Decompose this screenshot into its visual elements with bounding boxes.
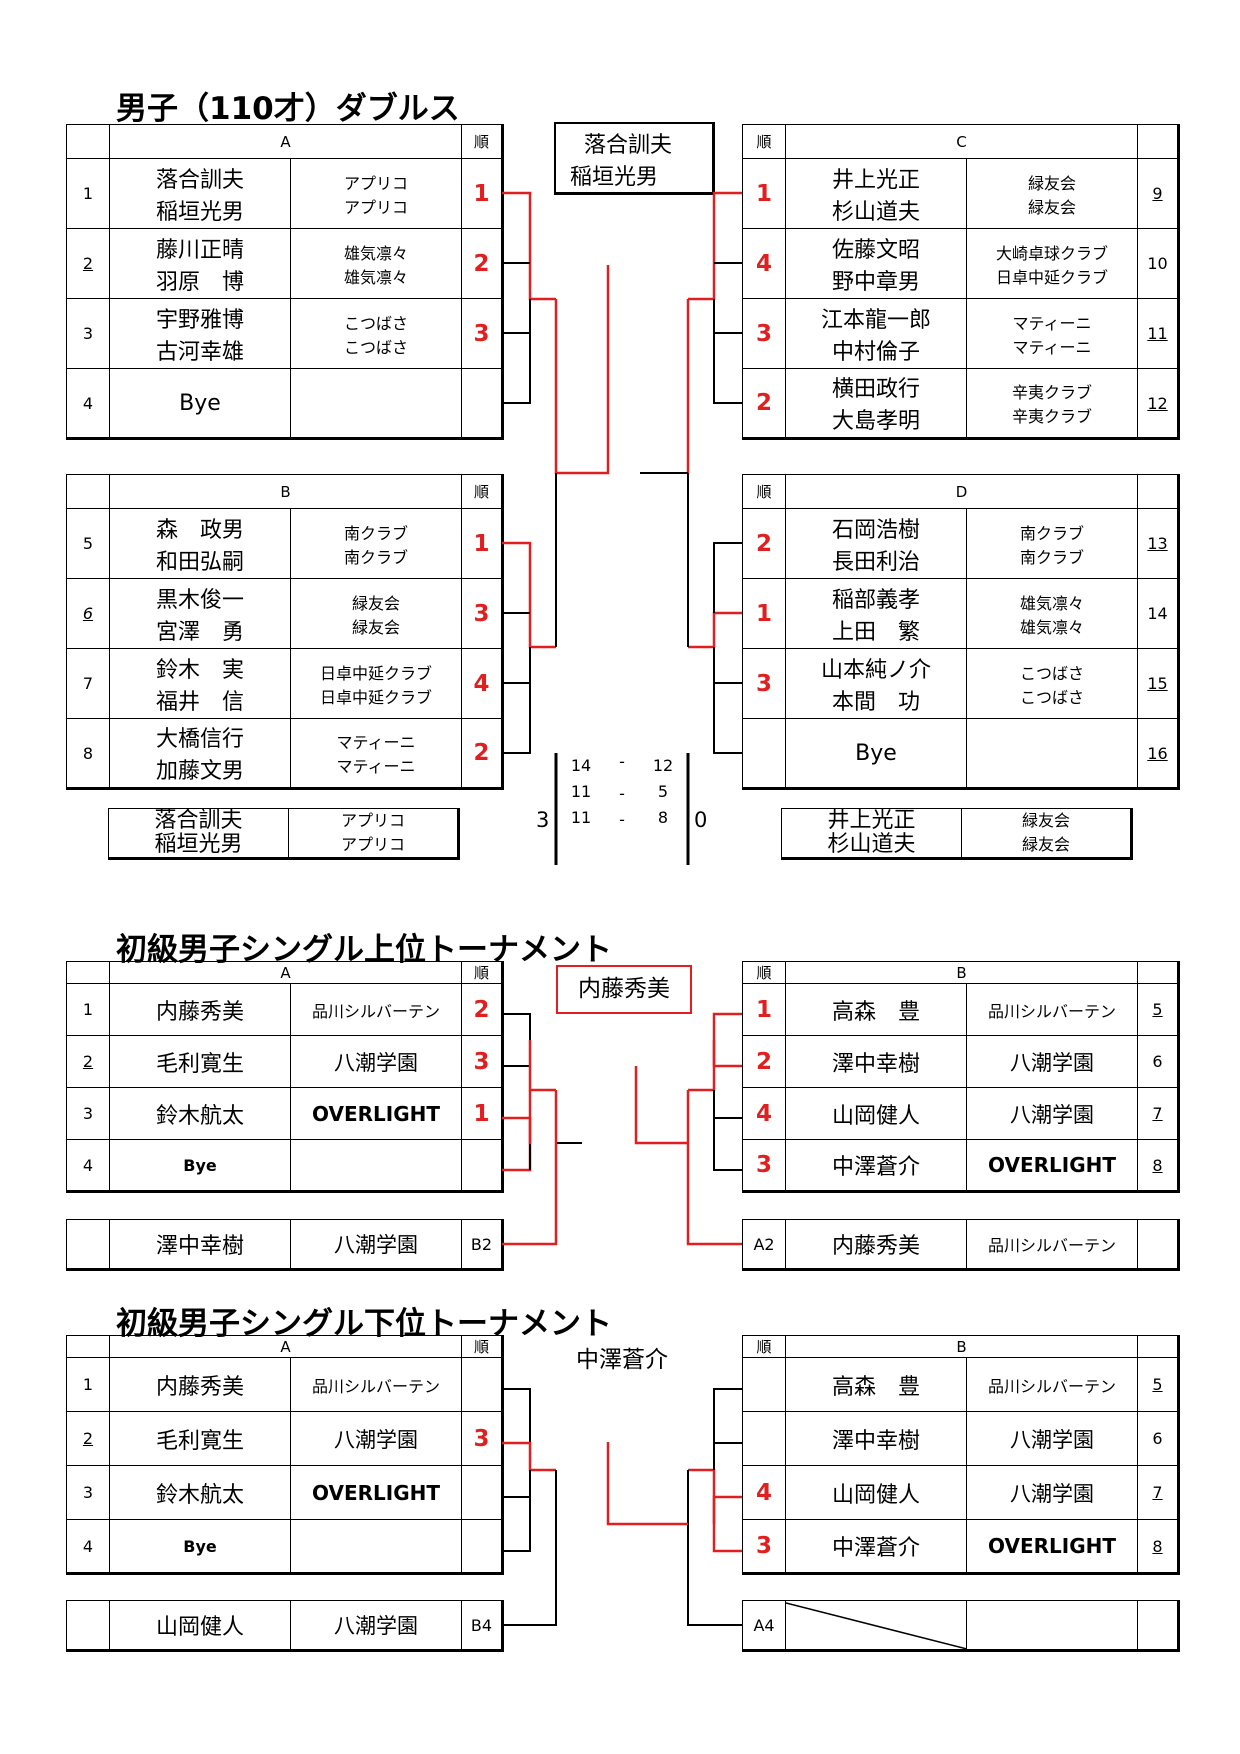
table-row: 8 大橋信行加藤文男 マティーニマティーニ 2: [66, 718, 505, 790]
table-row: 3 中澤蒼介 OVERLIGHT 8: [742, 1519, 1181, 1575]
table-row: 4 Bye: [66, 1519, 505, 1575]
table-row: 1 落合訓夫稲垣光男 アプリコアプリコ 1: [66, 158, 505, 229]
table-row: 澤中幸樹 八潮学園 6: [742, 1411, 1181, 1466]
rank-cell: 2: [461, 718, 505, 790]
lower-cross-left: 山岡健人 八潮学園 B4: [66, 1600, 504, 1652]
group-label: A: [108, 124, 463, 159]
rank-cell: [461, 1357, 505, 1412]
table-row: 5 森 政男和田弘嗣 南クラブ南クラブ 1: [66, 508, 505, 579]
rank-header: 順: [461, 961, 505, 984]
lower-b-table: 順 B 高森 豊 品川シルバーテン 5 澤中幸樹 八潮学園 6 4 山岡健人 八…: [742, 1335, 1181, 1575]
upper-champion-box: 内藤秀美: [556, 965, 692, 1014]
rank-cell: 1: [742, 578, 786, 649]
doubles-final-right: 井上光正杉山道夫 緑友会緑友会: [781, 808, 1133, 860]
table-row: 高森 豊 品川シルバーテン 5: [742, 1357, 1181, 1412]
upper-a-table: A 順 1 内藤秀美 品川シルバーテン 2 2 毛利寛生 八潮学園 3 3 鈴木…: [66, 961, 505, 1193]
doubles-group-b-table: B 順 5 森 政男和田弘嗣 南クラブ南クラブ 1 6 黒木俊一宮澤 勇 緑友会…: [66, 474, 505, 790]
rank-cell: 2: [461, 983, 505, 1036]
table-row: 6 黒木俊一宮澤 勇 緑友会緑友会 3: [66, 578, 505, 649]
rank-cell: [461, 1465, 505, 1520]
table-row: 7 鈴木 実福井 信 日卓中延クラブ日卓中延クラブ 4: [66, 648, 505, 719]
table-row: 3 山本純ノ介本間 功 こつばさこつばさ 15: [742, 648, 1180, 719]
set-score-right: 0: [694, 808, 708, 832]
table-row: Bye 16: [742, 718, 1180, 790]
rank-cell: [742, 1357, 786, 1412]
table-row: 3 宇野雅博古河幸雄 こつばさこつばさ 3: [66, 298, 505, 369]
doubles-title: 男子（110才）ダブルス: [116, 91, 460, 127]
table-row: 1 稲部義孝上田 繁 雄気凛々雄気凛々 14: [742, 578, 1180, 649]
rank-cell: 3: [742, 1139, 786, 1193]
lower-a-table: A 順 1 内藤秀美 品川シルバーテン 2 毛利寛生 八潮学園 3 3 鈴木航太…: [66, 1335, 505, 1575]
rank-cell: 3: [461, 298, 505, 369]
doubles-group-c-table: 順 C 1 井上光正杉山道夫 緑友会緑友会 9 4 佐藤文昭野中章男 大崎卓球ク…: [742, 124, 1181, 440]
table-row: 1 井上光正杉山道夫 緑友会緑友会 9: [742, 158, 1181, 229]
table-row: 1 高森 豊 品川シルバーテン 5: [742, 983, 1181, 1036]
table-row: 4 山岡健人 八潮学園 7: [742, 1087, 1181, 1140]
rank-cell: 4: [742, 228, 786, 299]
rank-cell: 3: [461, 578, 505, 649]
doubles-group-a-table: A 順 1 落合訓夫稲垣光男 アプリコアプリコ 1 2 藤川正晴羽原 博 雄気凛…: [66, 124, 505, 440]
table-row: 3 鈴木航太 OVERLIGHT: [66, 1465, 505, 1520]
rank-cell: 4: [742, 1465, 786, 1520]
rank-cell: 1: [742, 983, 786, 1036]
upper-cross-right: A2 内藤秀美 品川シルバーテン: [742, 1219, 1180, 1271]
table-row: 3 鈴木航太 OVERLIGHT 1: [66, 1087, 505, 1140]
rank-cell: 3: [742, 1519, 786, 1575]
table-row: 2 澤中幸樹 八潮学園 6: [742, 1035, 1181, 1088]
table-row: 2 毛利寛生 八潮学園 3: [66, 1035, 505, 1088]
table-row: 2 石岡浩樹長田利治 南クラブ南クラブ 13: [742, 508, 1180, 579]
group-label: B: [108, 474, 463, 509]
rank-cell: 3: [461, 1035, 505, 1088]
table-row: 4 山岡健人 八潮学園 7: [742, 1465, 1181, 1520]
rank-header: 順: [742, 124, 786, 159]
set-score-left: 3: [536, 808, 550, 832]
empty-slot: [785, 1600, 967, 1652]
rank-cell: 3: [742, 298, 786, 369]
lower-cross-right: A4: [742, 1600, 1180, 1652]
table-row: 2 藤川正晴羽原 博 雄気凛々雄気凛々 2: [66, 228, 505, 299]
doubles-champion-box: 落合訓夫 稲垣光男: [554, 122, 715, 195]
table-row: 2 横田政行大島孝明 辛夷クラブ辛夷クラブ 12: [742, 368, 1181, 440]
rank-header: 順: [742, 474, 786, 509]
table-row: 4 Bye: [66, 368, 505, 440]
upper-b-table: 順 B 1 高森 豊 品川シルバーテン 5 2 澤中幸樹 八潮学園 6 4 山岡…: [742, 961, 1181, 1193]
doubles-final-left: 落合訓夫稲垣光男 アプリコアプリコ: [108, 808, 460, 860]
table-row: 1 内藤秀美 品川シルバーテン: [66, 1357, 505, 1412]
rank-cell: 1: [461, 1087, 505, 1140]
group-label: D: [785, 474, 1138, 509]
table-row: 3 中澤蒼介 OVERLIGHT 8: [742, 1139, 1181, 1193]
table-row: 4 Bye: [66, 1139, 505, 1193]
table-row: 2 毛利寛生 八潮学園 3: [66, 1411, 505, 1466]
table-row: 1 内藤秀美 品川シルバーテン 2: [66, 983, 505, 1036]
upper-cross-left: 澤中幸樹 八潮学園 B2: [66, 1219, 504, 1271]
table-row: 3 江本龍一郎中村倫子 マティーニマティーニ 11: [742, 298, 1181, 369]
rank-cell: 1: [461, 158, 505, 229]
lower-champion: 中澤蒼介: [576, 1347, 668, 1373]
doubles-group-d-table: 順 D 2 石岡浩樹長田利治 南クラブ南クラブ 13 1 稲部義孝上田 繁 雄気…: [742, 474, 1180, 790]
